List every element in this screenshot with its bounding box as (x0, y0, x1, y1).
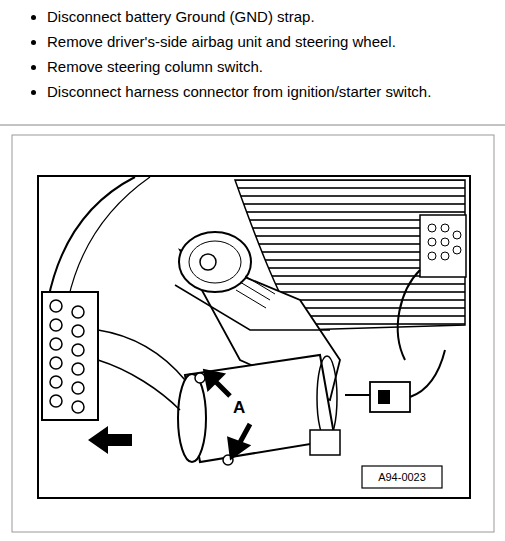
ignition-switch (178, 355, 340, 465)
pin-hole (50, 319, 62, 331)
pin-hole (50, 338, 62, 350)
figure-frame (12, 135, 494, 532)
separator-line (0, 125, 505, 126)
pin-hole (50, 300, 62, 312)
pin-hole (50, 376, 62, 388)
pin-hole (50, 395, 62, 407)
pin-hole (72, 363, 84, 375)
pin-hole (72, 344, 84, 356)
step-list: Disconnect battery Ground (GND) strap.Re… (0, 4, 497, 104)
harness-connector (42, 292, 185, 420)
pin-hole (72, 325, 84, 337)
small-connector (345, 350, 445, 412)
instruction-step: Remove driver's-side airbag unit and ste… (47, 29, 497, 54)
instruction-step: Disconnect harness connector from igniti… (47, 79, 497, 104)
instruction-step: Disconnect battery Ground (GND) strap. (47, 4, 497, 29)
pin-hole (50, 357, 62, 369)
illustration-border (38, 176, 470, 498)
figure-id: A94-0023 (378, 471, 426, 483)
instruction-step: Remove steering column switch. (47, 54, 497, 79)
callout-letter: A (233, 398, 245, 418)
right-connector-cluster (398, 215, 466, 360)
pin-hole (72, 382, 84, 394)
pin-hole (72, 306, 84, 318)
pin-hole (72, 401, 84, 413)
arrows (88, 372, 250, 456)
figure-id-box (362, 466, 442, 488)
